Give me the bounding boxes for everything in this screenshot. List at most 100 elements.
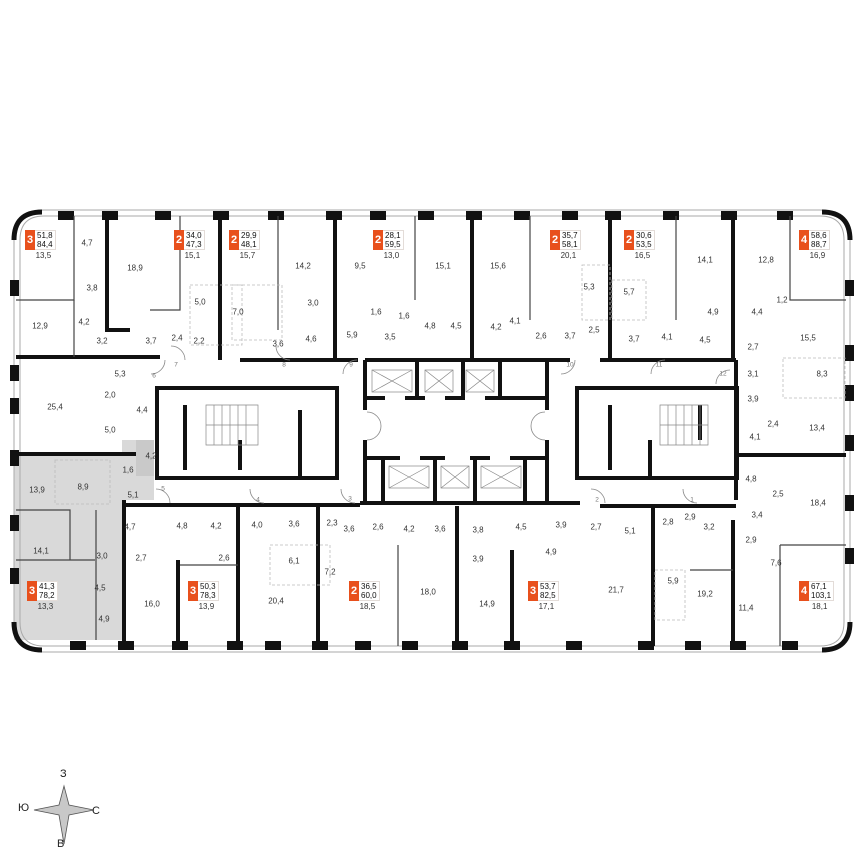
room-area-label: 5,9 — [667, 576, 679, 586]
total-area: 59,5 — [385, 240, 401, 249]
room-area-label: 3,9 — [555, 520, 567, 530]
room-area-label: 3,8 — [86, 283, 98, 293]
compass-north: З — [60, 768, 67, 780]
room-area-label: 2,3 — [326, 518, 338, 528]
room-area-label: 16,0 — [144, 599, 160, 609]
room-area-label: 4,2 — [490, 322, 502, 332]
room-area-label: 13,4 — [809, 423, 825, 433]
main-room-area: 13,3 — [37, 602, 54, 611]
living-area: 28,1 — [385, 231, 401, 240]
room-area-label: 3,9 — [472, 554, 484, 564]
room-area-label: 14,1 — [697, 255, 713, 265]
room-area-label: 3,5 — [384, 332, 396, 342]
living-area: 67,1 — [811, 582, 827, 591]
selected-apartment-fill[interactable] — [14, 454, 122, 640]
total-area: 84,4 — [37, 240, 53, 249]
room-area-label: 4,2 — [145, 451, 157, 461]
room-area-label: 4,5 — [94, 583, 106, 593]
main-room-area: 17,1 — [538, 602, 555, 611]
room-area-label: 12,8 — [758, 255, 774, 265]
room-count: 3 — [25, 230, 35, 250]
room-area-label: 4,5 — [450, 321, 462, 331]
room-area-label: 2,9 — [684, 512, 696, 522]
room-area-label: 4,0 — [251, 520, 263, 530]
compass-south: В — [57, 838, 65, 850]
room-area-label: 2,9 — [745, 535, 757, 545]
room-area-label: 20,4 — [268, 596, 284, 606]
room-count: 2 — [174, 230, 184, 250]
room-area-label: 25,4 — [47, 402, 63, 412]
room-area-label: 2,7 — [135, 553, 147, 563]
room-area-label: 15,1 — [435, 261, 451, 271]
room-count: 2 — [624, 230, 634, 250]
compass-rose-icon — [33, 784, 95, 845]
compass: З Ю С В — [14, 768, 124, 860]
entrance-door-number: 10 — [566, 361, 574, 369]
room-area-label: 3,6 — [272, 339, 284, 349]
room-area-label: 3,2 — [703, 522, 715, 532]
room-area-label: 2,6 — [535, 331, 547, 341]
room-area-label: 2,4 — [767, 419, 779, 429]
room-count: 3 — [528, 581, 538, 601]
room-area-label: 14,1 — [33, 546, 49, 556]
total-area: 78,2 — [39, 591, 55, 600]
room-area-label: 3,6 — [343, 524, 355, 534]
entrance-door-number: 3 — [348, 495, 352, 503]
room-area-label: 8,3 — [816, 369, 828, 379]
room-count: 4 — [799, 230, 809, 250]
room-area-label: 6,1 — [288, 556, 300, 566]
room-area-label: 9,5 — [354, 261, 366, 271]
room-area-label: 18,0 — [420, 587, 436, 597]
room-area-label: 3,2 — [96, 336, 108, 346]
room-area-label: 4,5 — [699, 335, 711, 345]
room-area-label: 3,6 — [288, 519, 300, 529]
room-area-label: 2,5 — [772, 489, 784, 499]
total-area: 78,3 — [200, 591, 216, 600]
room-area-label: 18,4 — [810, 498, 826, 508]
room-area-label: 3,4 — [751, 510, 763, 520]
room-area-label: 14,2 — [295, 261, 311, 271]
entrance-door-number: 12 — [719, 370, 727, 378]
total-area: 58,1 — [562, 240, 578, 249]
exterior-wall — [13, 209, 851, 653]
room-area-label: 4,9 — [98, 614, 110, 624]
room-area-label: 1,2 — [776, 295, 788, 305]
entrance-door-number: 6 — [152, 372, 156, 380]
main-room-area: 15,7 — [239, 251, 256, 260]
room-area-label: 4,2 — [78, 317, 90, 327]
living-area: 51,8 — [37, 231, 53, 240]
room-area-label: 7,6 — [770, 558, 782, 568]
total-area: 103,1 — [811, 591, 832, 600]
room-area-label: 7,2 — [324, 567, 336, 577]
walls — [16, 216, 846, 646]
main-room-area: 16,5 — [634, 251, 651, 260]
room-area-label: 5,3 — [583, 282, 595, 292]
room-area-label: 4,1 — [749, 432, 761, 442]
entrance-door-number: 7 — [174, 361, 178, 369]
entrance-door-number: 5 — [161, 485, 165, 493]
room-area-label: 5,0 — [104, 425, 116, 435]
room-area-label: 4,7 — [81, 238, 93, 248]
living-area: 34,0 — [186, 231, 202, 240]
main-room-area: 15,1 — [184, 251, 201, 260]
room-area-label: 4,6 — [305, 334, 317, 344]
